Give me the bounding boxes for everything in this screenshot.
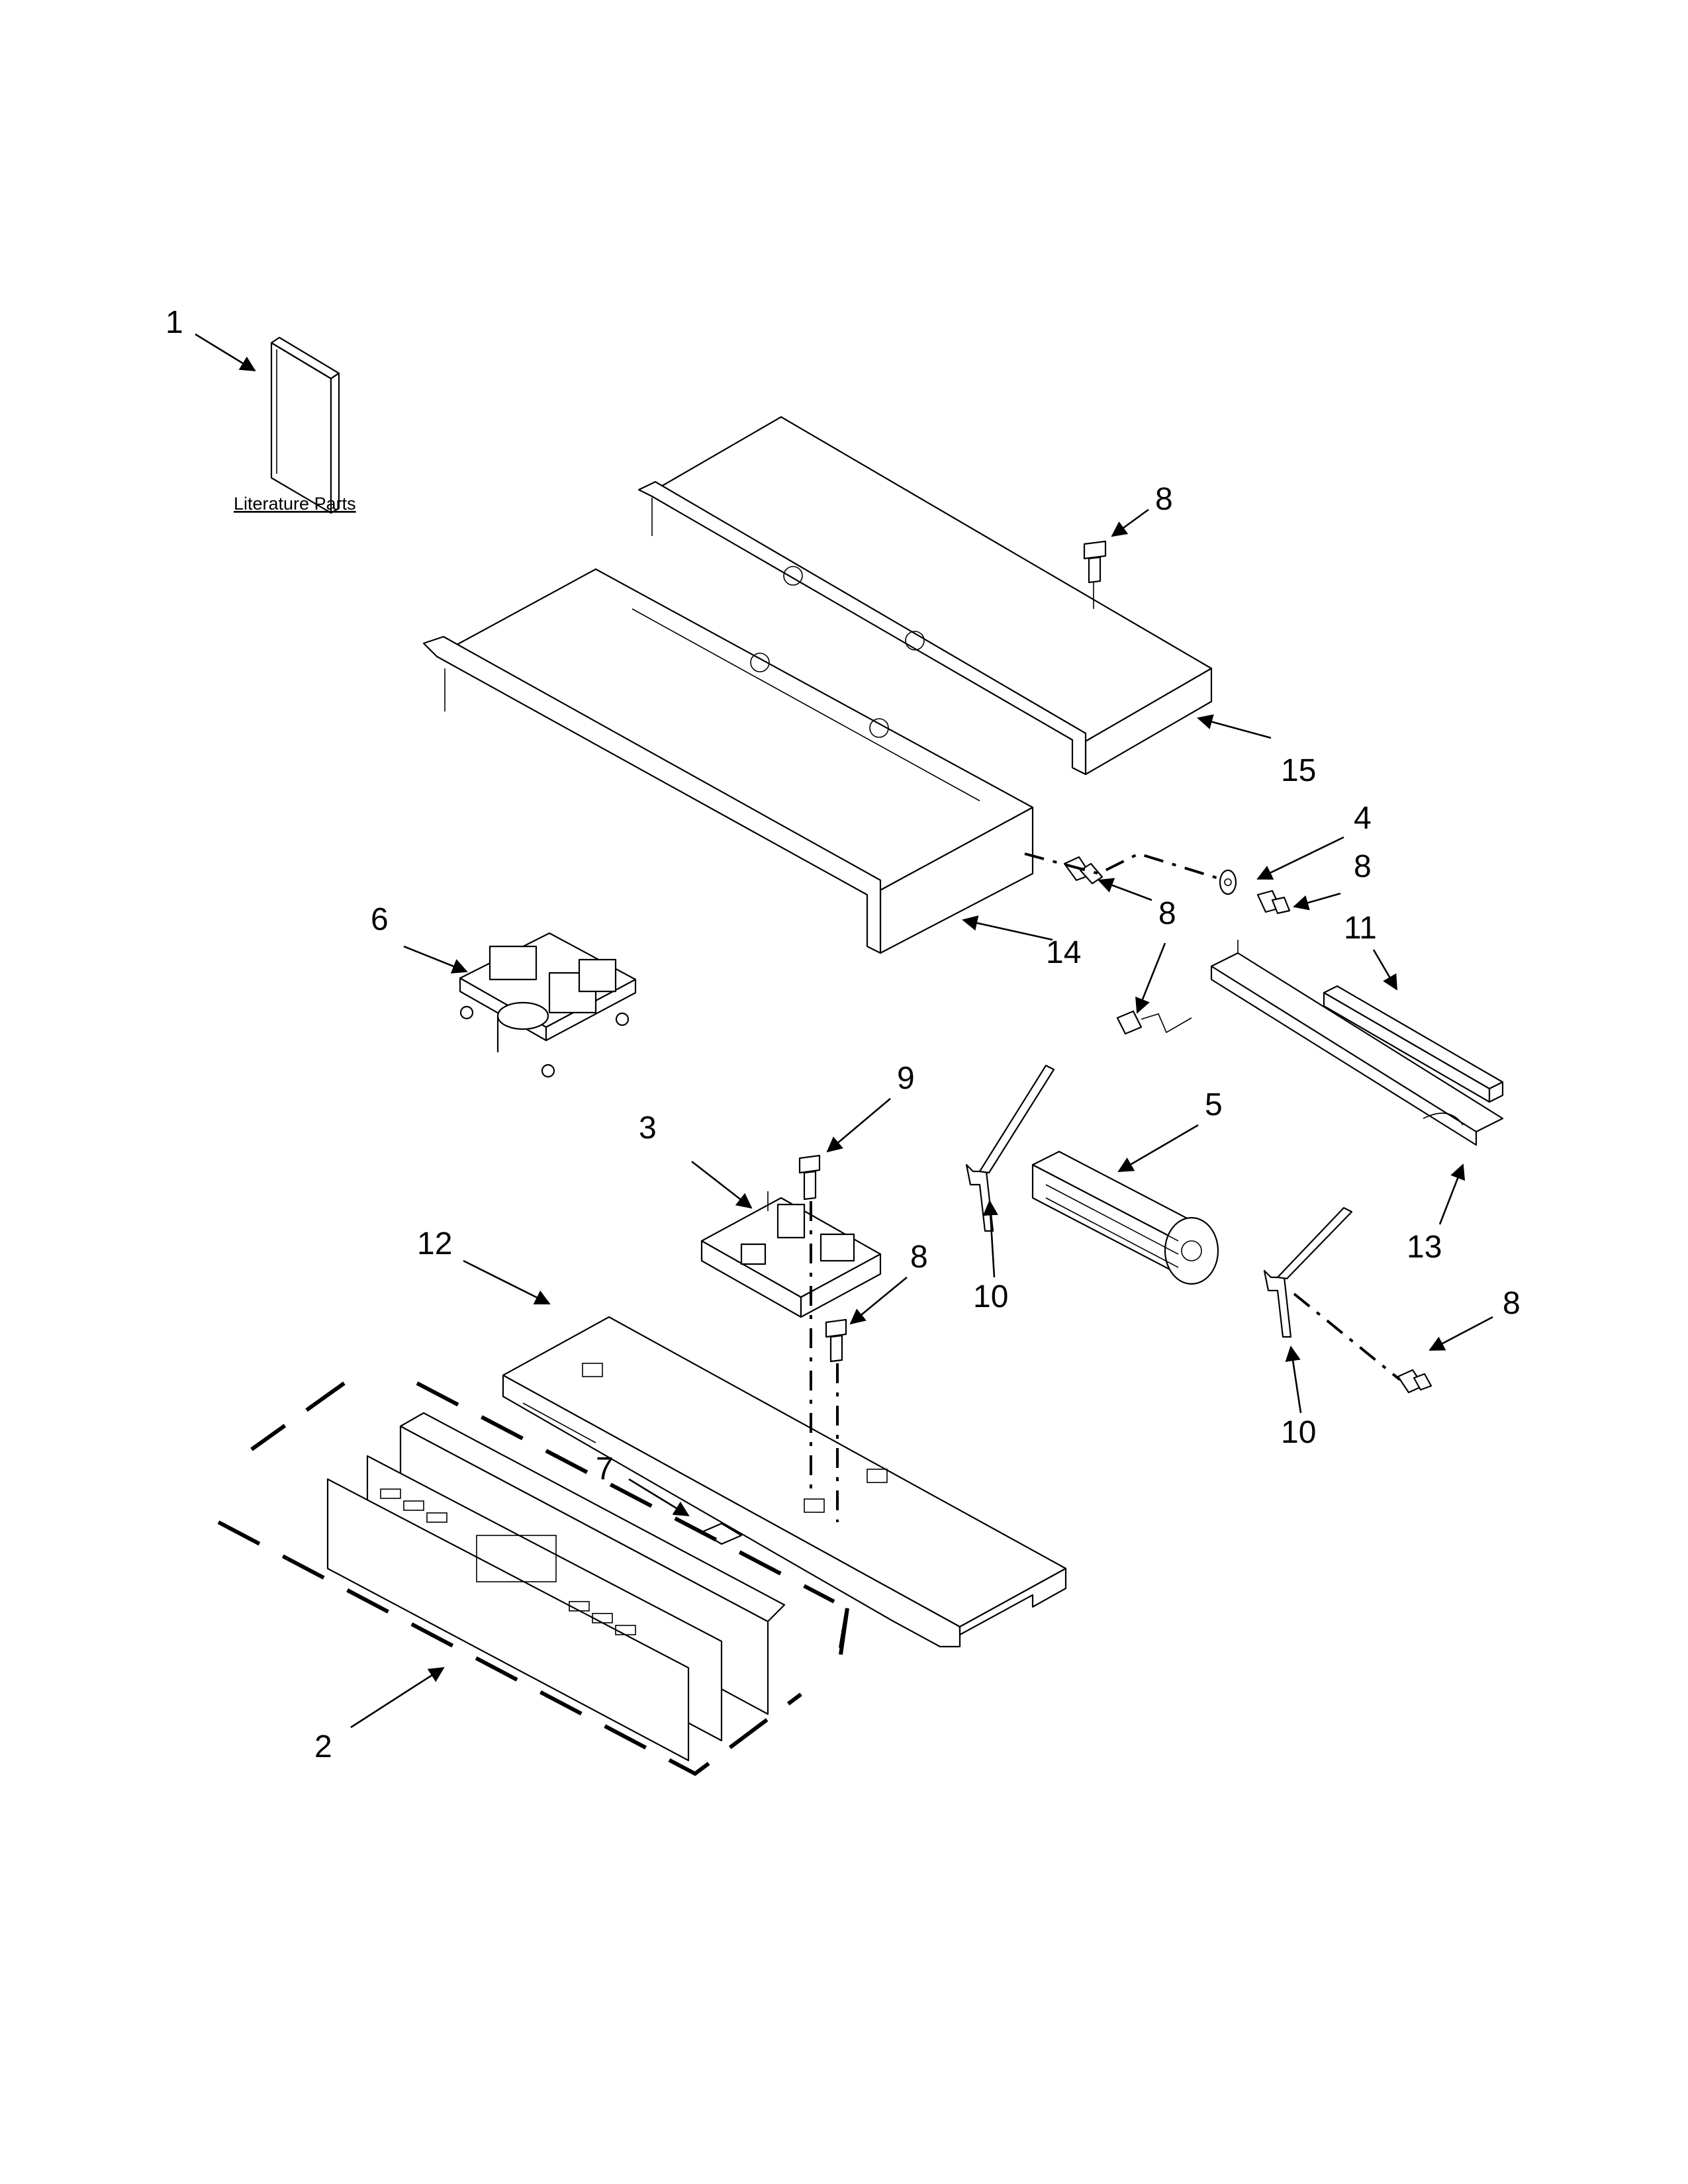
electronic-control-board — [700, 1191, 882, 1318]
insulation-strip — [1323, 985, 1504, 1103]
callout-8: 8 — [1158, 896, 1176, 931]
callout-3: 3 — [639, 1111, 657, 1146]
screw-9 — [798, 1154, 821, 1201]
callout-8: 8 — [1354, 849, 1372, 884]
literature-parts-caption: Literature Parts — [234, 494, 356, 514]
callout-4: 4 — [1354, 801, 1372, 836]
callout-13: 13 — [1407, 1230, 1442, 1265]
callout-9: 9 — [897, 1061, 915, 1096]
power-control-board — [459, 932, 637, 1078]
callout-7: 7 — [596, 1451, 614, 1486]
callout-2: 2 — [314, 1729, 332, 1764]
control-panel-assembly — [217, 1381, 849, 1776]
blower-fan — [1031, 1150, 1219, 1285]
literature-booklet — [270, 336, 340, 514]
callout-11: 11 — [1344, 911, 1377, 946]
screw-8-bracket-10 — [1397, 1369, 1432, 1394]
leader-arrows — [195, 333, 1493, 1729]
screw-8-control-board — [825, 1318, 847, 1363]
callout-6: 6 — [371, 902, 389, 937]
callout-5: 5 — [1205, 1087, 1223, 1122]
hinge-bracket-right — [1263, 1206, 1353, 1338]
support-bracket — [1210, 940, 1504, 1146]
callout-10: 10 — [973, 1279, 1008, 1314]
callout-14: 14 — [1046, 935, 1081, 970]
screw-8-rear-panel — [1083, 540, 1107, 609]
control-panel-base — [502, 1316, 1067, 1648]
front-cover-panel — [422, 568, 1034, 954]
callout-10: 10 — [1281, 1415, 1316, 1450]
callout-1: 1 — [165, 305, 183, 340]
screw-8-washer — [1256, 889, 1291, 915]
alignment-lines — [810, 852, 1401, 1522]
hinge-bracket-left — [965, 1064, 1055, 1232]
screw-8-bracket-13 — [1116, 1010, 1192, 1035]
rear-cover-panel — [637, 416, 1213, 776]
callout-8: 8 — [1155, 482, 1173, 517]
callout-8: 8 — [1503, 1286, 1521, 1321]
washer-4 — [1219, 869, 1237, 895]
callout-12: 12 — [417, 1226, 452, 1261]
callout-8: 8 — [910, 1240, 928, 1275]
callout-labels: 1 8 15 4 8 8 11 6 14 9 5 3 12 8 10 13 8 … — [165, 305, 1521, 1764]
callout-15: 15 — [1281, 753, 1316, 788]
